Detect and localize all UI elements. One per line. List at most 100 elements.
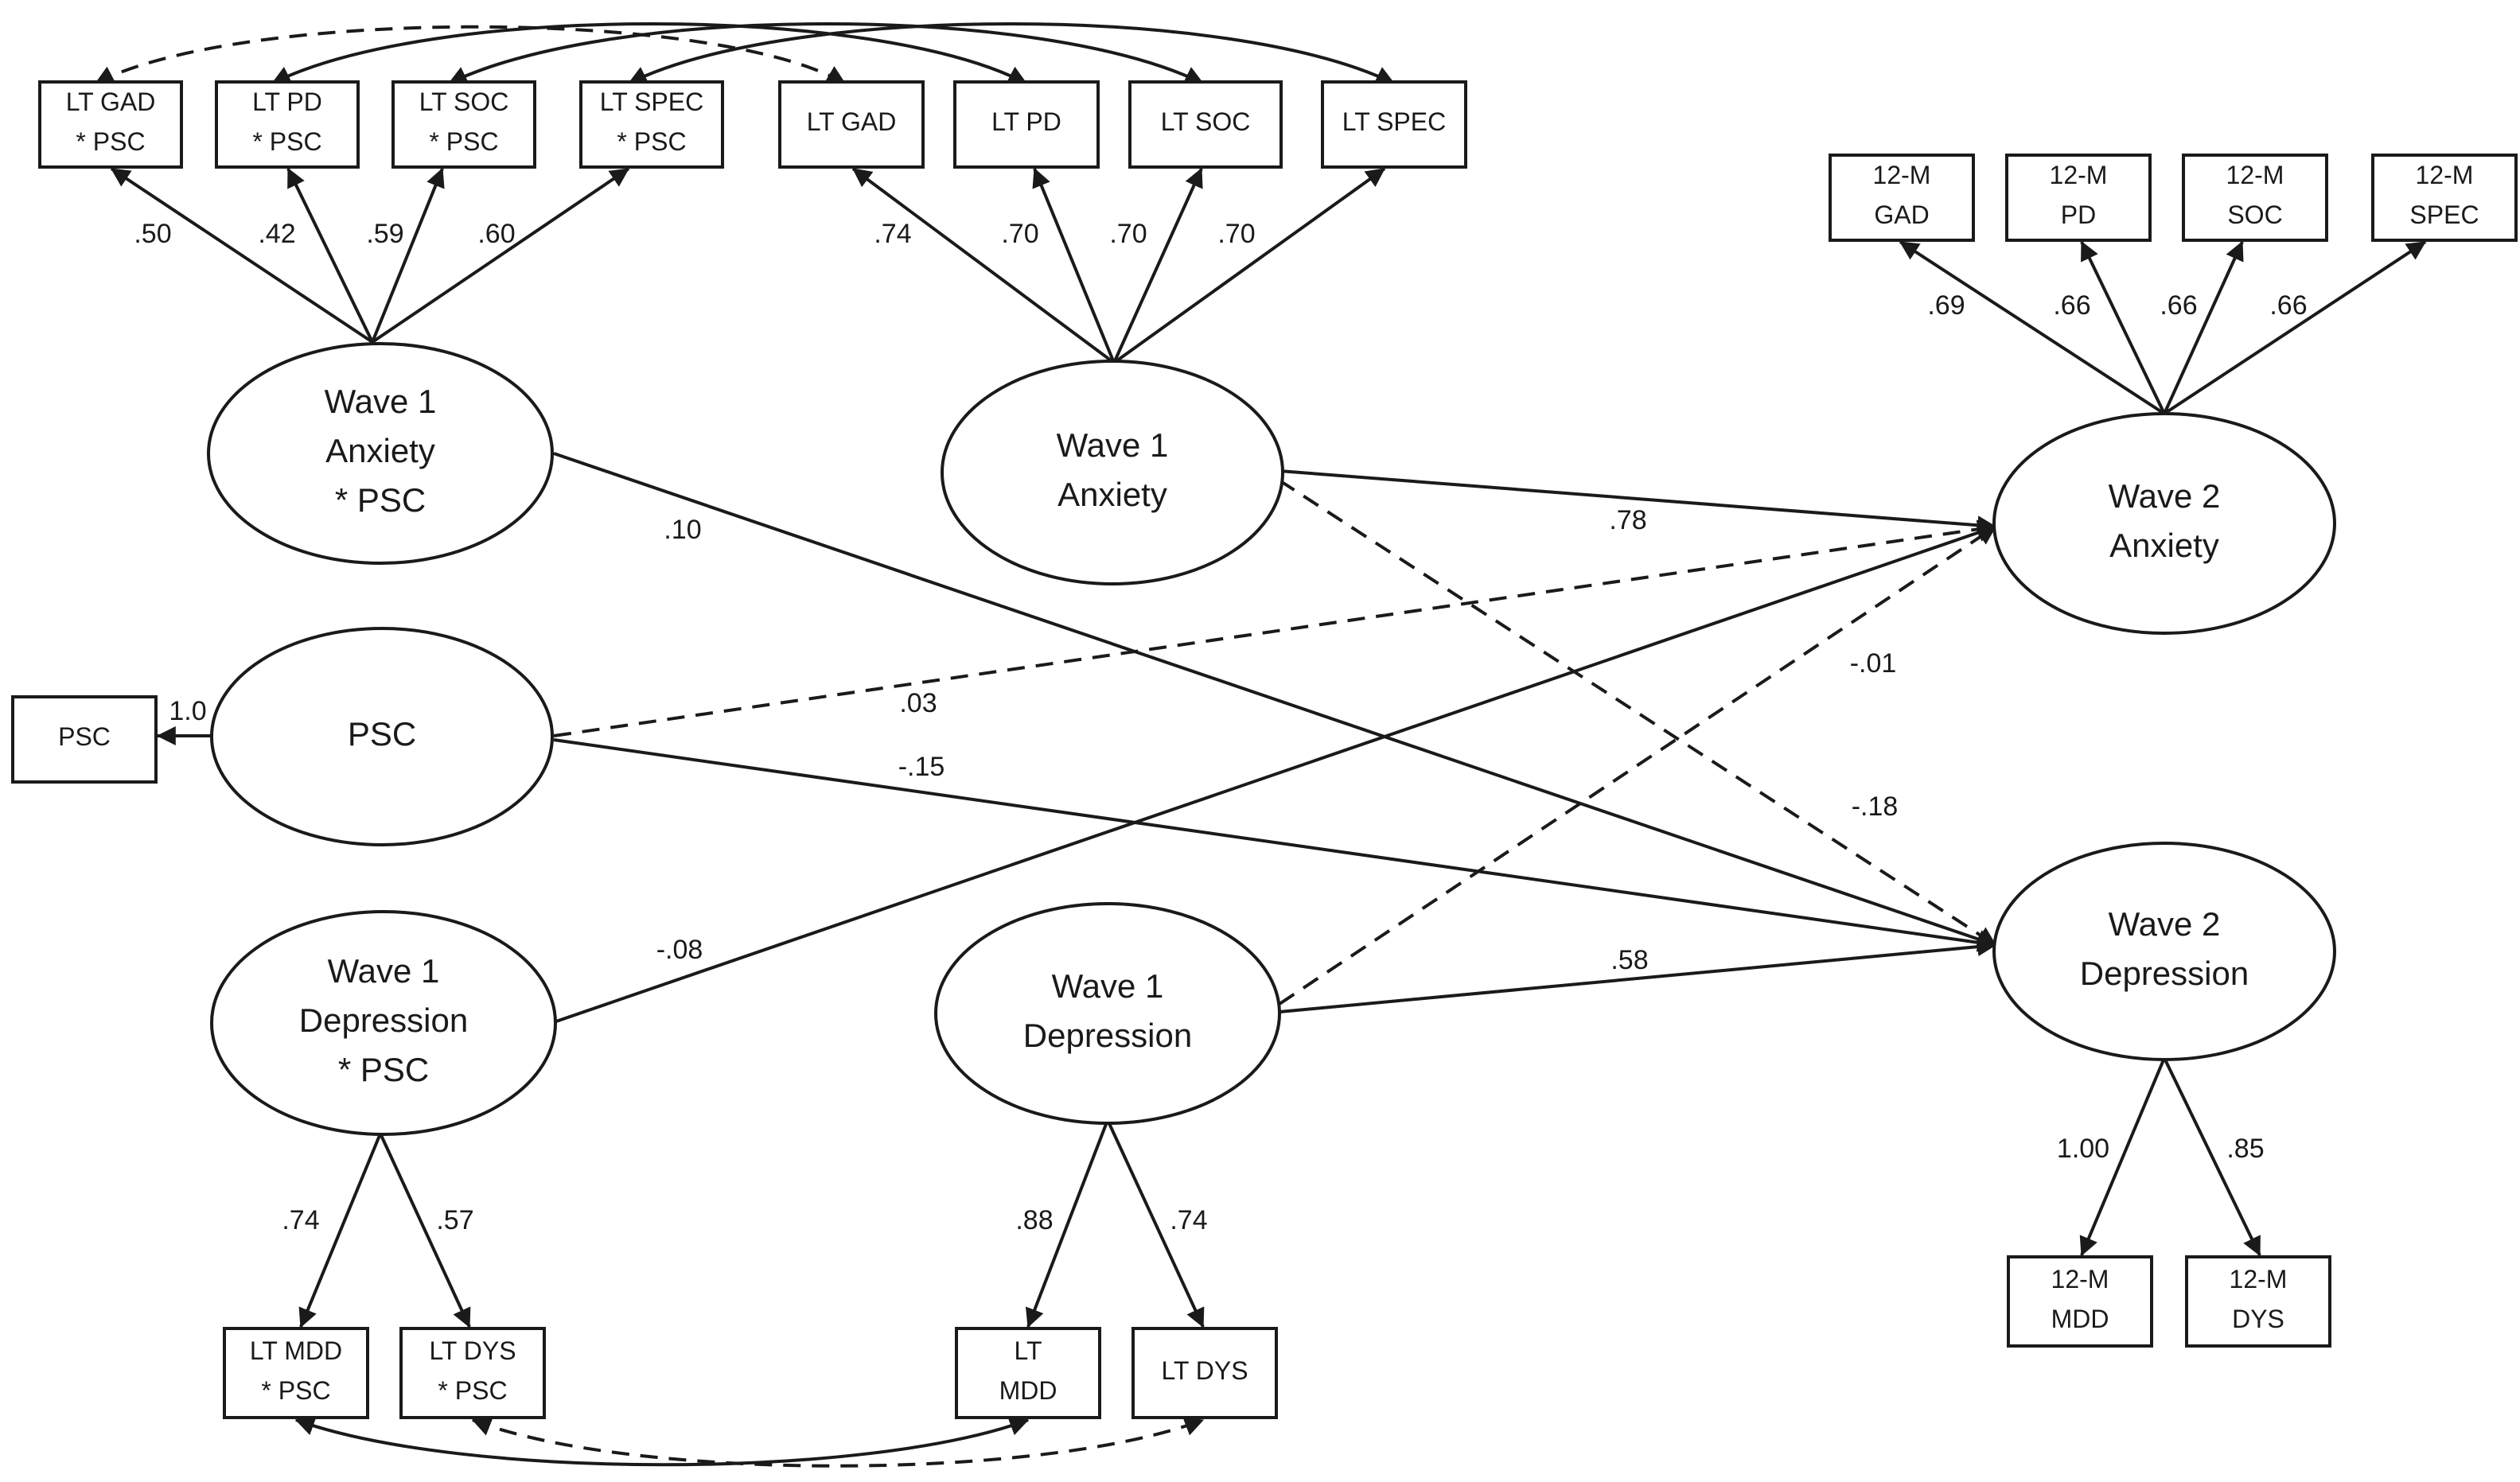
loading-lt-dys bbox=[1106, 1119, 1205, 1328]
coef-lt-spec: .70 bbox=[1217, 219, 1255, 249]
node-label-line: LT PD bbox=[991, 107, 1061, 136]
node-label-line: GAD bbox=[1874, 200, 1929, 229]
svg-text:LT PD* PSC: LT PD* PSC bbox=[252, 88, 322, 156]
loading-lt-gad-psc bbox=[110, 167, 374, 344]
factor-loadings bbox=[110, 167, 2427, 1328]
covariance-lt-gad bbox=[94, 25, 847, 85]
coef-lt-gad: .74 bbox=[874, 219, 911, 249]
svg-text:12-MPD: 12-MPD bbox=[2050, 161, 2108, 229]
node-label-line: 12-M bbox=[2230, 1265, 2288, 1293]
loading-lt-mdd bbox=[1025, 1119, 1109, 1328]
svg-text:LT DYS: LT DYS bbox=[1161, 1356, 1248, 1385]
path-w1-depression-psc-to-w2-anxiety bbox=[553, 523, 1997, 1024]
svg-text:LT SOC: LT SOC bbox=[1161, 107, 1251, 136]
observed-indicators: LT GAD* PSC LT PD* PSC LT SOC* PSC LT SP… bbox=[11, 80, 2518, 1419]
node-label-line: LT SPEC bbox=[600, 88, 703, 116]
svg-text:LT GAD: LT GAD bbox=[807, 107, 897, 136]
coef-m12-gad: .69 bbox=[1927, 290, 1965, 321]
node-label-line: * PSC bbox=[338, 1051, 429, 1088]
path-w1-depression-to-w2-depression bbox=[1279, 937, 1997, 1013]
node-label-line: * PSC bbox=[252, 127, 321, 156]
loading-m12-mdd bbox=[2079, 1057, 2166, 1257]
node-label-line: PSC bbox=[348, 715, 416, 753]
coef-psc-to-w2-dep: -.15 bbox=[898, 752, 945, 782]
covariance-lt-mdd bbox=[294, 1417, 1030, 1467]
node-label-line: 12-M bbox=[2050, 161, 2108, 189]
node-label-line: Wave 2 bbox=[2109, 477, 2221, 515]
coef-lt-mdd-psc: .74 bbox=[282, 1205, 319, 1235]
coef-psc-box: 1.0 bbox=[169, 696, 206, 726]
svg-text:PSC: PSC bbox=[348, 715, 416, 753]
coef-w1-dep-to-w2-dep: .58 bbox=[1611, 945, 1648, 975]
coef-m12-pd: .66 bbox=[2053, 290, 2090, 321]
coef-lt-dys-psc: .57 bbox=[436, 1205, 473, 1235]
coef-m12-mdd: 1.00 bbox=[2057, 1134, 2109, 1164]
coef-lt-pd-psc: .42 bbox=[258, 219, 295, 249]
node-label-line: 12-M bbox=[2226, 161, 2284, 189]
node-label-line: Anxiety bbox=[2109, 527, 2219, 564]
indicator-lt-spec: LT SPEC bbox=[1321, 80, 1467, 169]
coef-lt-spec-psc: .60 bbox=[477, 219, 515, 249]
node-label-line: Wave 1 bbox=[328, 952, 440, 990]
loading-lt-dys-psc bbox=[379, 1133, 471, 1328]
indicator-lt-pd-psc: LT PD* PSC bbox=[215, 80, 360, 169]
coef-w1-dep-to-w2-anx: -.01 bbox=[1850, 648, 1897, 679]
structural-paths bbox=[553, 452, 1997, 1024]
svg-text:LT DYS* PSC: LT DYS * PSC bbox=[429, 1336, 516, 1405]
coef-lt-pd: .70 bbox=[1001, 219, 1038, 249]
coef-lt-dys: .74 bbox=[1170, 1205, 1207, 1235]
node-label-line: SOC bbox=[2227, 200, 2282, 229]
node-label-line: PSC bbox=[58, 722, 111, 751]
latent-psc: PSC bbox=[210, 627, 554, 846]
coef-m12-spec: .66 bbox=[2269, 290, 2307, 321]
covariance-lt-dys bbox=[471, 1417, 1205, 1468]
indicator-lt-soc: LT SOC bbox=[1128, 80, 1283, 169]
node-label-line: LT MDD bbox=[250, 1336, 342, 1365]
loading-m12-dys bbox=[2163, 1057, 2261, 1257]
node-label-line: LT SOC bbox=[419, 88, 509, 116]
path-psc-to-w2-depression bbox=[553, 738, 1997, 952]
covariance-curves-anxiety bbox=[94, 22, 1396, 85]
svg-text:LT SPEC: LT SPEC bbox=[1342, 107, 1446, 136]
node-label-line: Depression bbox=[1023, 1017, 1192, 1054]
node-label-line: LT SPEC bbox=[1342, 107, 1446, 136]
svg-text:LT MDD* PSC: LT MDD * PSC bbox=[250, 1336, 342, 1405]
node-label-line: LT GAD bbox=[66, 88, 156, 116]
node-label-line: LT DYS bbox=[429, 1336, 516, 1365]
loading-lt-pd-psc bbox=[286, 167, 374, 343]
latent-wave1-depression-psc: Wave 1 Depression * PSC bbox=[210, 910, 557, 1136]
node-label-line: 12-M bbox=[1873, 161, 1931, 189]
coef-psc-to-w2-anx: .03 bbox=[899, 688, 937, 718]
indicator-lt-spec-psc: LT SPEC* PSC bbox=[579, 80, 724, 169]
coef-m12-soc: .66 bbox=[2160, 290, 2197, 321]
indicator-lt-mdd-psc: LT MDD * PSC bbox=[223, 1327, 369, 1419]
coef-lt-mdd: .88 bbox=[1015, 1205, 1053, 1235]
node-label-line: Depression bbox=[299, 1002, 468, 1039]
svg-text:LT SPEC* PSC: LT SPEC* PSC bbox=[600, 88, 703, 156]
path-psc-to-w2-anxiety bbox=[553, 519, 1997, 737]
indicator-lt-dys-psc: LT DYS * PSC bbox=[399, 1327, 546, 1419]
node-label-line: MDD bbox=[999, 1376, 1057, 1405]
node-label-line: * PSC bbox=[438, 1376, 507, 1405]
node-label-line: * PSC bbox=[261, 1376, 330, 1405]
node-label-line: LT GAD bbox=[807, 107, 897, 136]
loading-lt-soc bbox=[1112, 167, 1203, 364]
node-label-line: LT DYS bbox=[1161, 1356, 1248, 1385]
covariance-lt-soc bbox=[447, 22, 1205, 85]
loading-lt-soc-psc bbox=[371, 167, 445, 343]
loading-m12-pd bbox=[2080, 240, 2166, 414]
indicator-lt-soc-psc: LT SOC* PSC bbox=[391, 80, 536, 169]
loading-lt-gad bbox=[851, 167, 1116, 364]
